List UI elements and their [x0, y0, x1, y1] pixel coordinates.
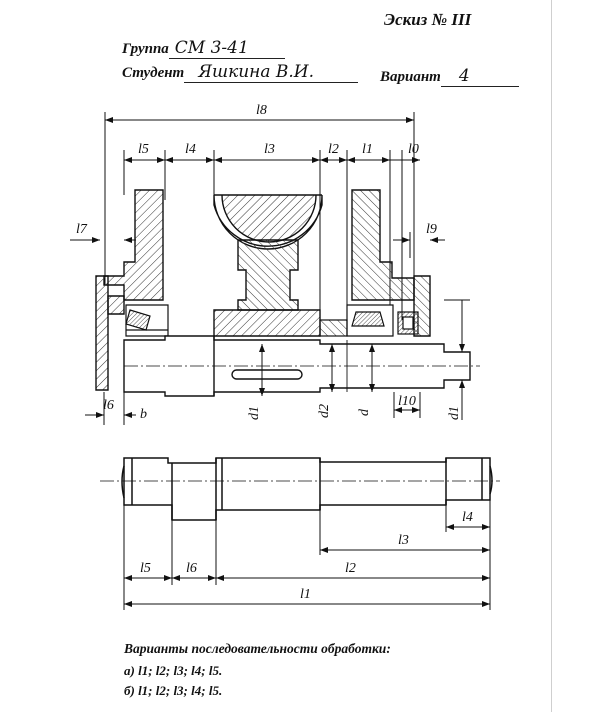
sequence-option-b: б) l1; l2; l3; l4; l5.: [124, 683, 223, 698]
student-label: Студент: [122, 65, 185, 81]
shaft-dim-l6: l6: [186, 561, 197, 576]
shaft-dim-l1: l1: [300, 587, 311, 602]
gear-wheel: [213, 194, 323, 337]
sketch-title: Эскиз № III: [384, 10, 472, 29]
shaft-assembly: [123, 335, 480, 397]
housing-section: [95, 189, 431, 391]
dim-l6: l6: [103, 398, 114, 413]
shaft-dim-l4: l4: [462, 510, 473, 525]
dim-l10: l10: [398, 394, 416, 409]
dim-l9: l9: [426, 222, 437, 237]
variant-label: Вариант: [380, 69, 441, 85]
dim-l7: l7: [76, 222, 88, 237]
dim-d2: d2: [317, 404, 332, 418]
dim-l8: l8: [256, 103, 267, 118]
dim-d1-right: d1: [447, 406, 462, 420]
dim-d1-left: d1: [247, 406, 262, 420]
shaft-dim-l5: l5: [140, 561, 151, 576]
dim-l1: l1: [362, 142, 373, 157]
sequence-heading: Варианты последовательности обработки:: [124, 641, 391, 656]
shaft-dimension-labels: l5 l6 l2 l3 l4 l1: [140, 510, 473, 602]
dim-l0: l0: [408, 142, 419, 157]
shaft-dim-l3: l3: [398, 533, 409, 548]
dimension-lines-top: [70, 112, 445, 320]
dim-d: d: [357, 408, 372, 416]
spacer-sleeve: [319, 319, 348, 337]
sequence-option-a: а) l1; l2; l3; l4; l5.: [124, 663, 223, 678]
dimension-lines-bottom: [85, 299, 470, 425]
dim-l2: l2: [328, 142, 339, 157]
assembly-dimension-labels: l8 l5 l4 l3 l2 l1 l0 l7 l9 l6 b l10 d1 d…: [76, 103, 462, 422]
group-label: Группа: [122, 41, 169, 57]
dim-l4: l4: [185, 142, 196, 157]
page-edge: [551, 0, 552, 712]
variant-value: 4: [440, 66, 519, 87]
shaft-dimension-lines: [123, 500, 491, 610]
shaft-dim-l2: l2: [345, 561, 356, 576]
group-value: СМ 3-41: [168, 38, 285, 59]
dim-b: b: [140, 407, 147, 422]
bearing-right: [346, 304, 419, 337]
student-value: Яшкина В.И.: [184, 62, 359, 83]
dim-l5: l5: [138, 142, 149, 157]
dim-l3: l3: [264, 142, 275, 157]
bearing-left: [125, 304, 169, 337]
shaft-sketch: [100, 457, 500, 521]
